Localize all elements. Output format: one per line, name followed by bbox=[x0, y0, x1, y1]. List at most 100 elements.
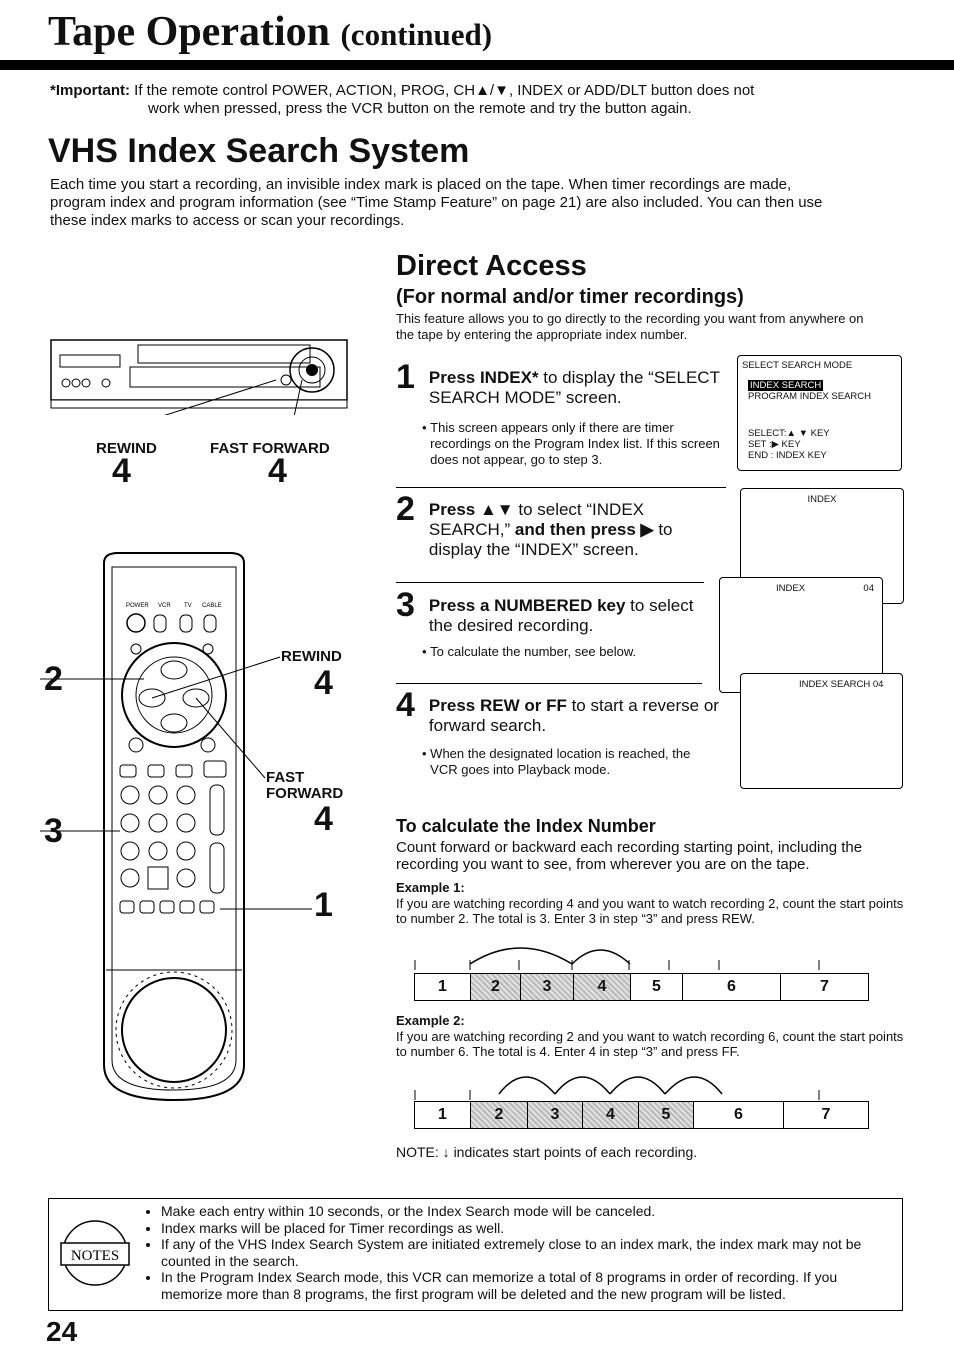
screen3-value: 04 bbox=[863, 583, 874, 594]
step-2-bold2: and then press ▶ bbox=[514, 520, 654, 539]
svg-text:VCR: VCR bbox=[158, 603, 171, 609]
remote-step-1: 1 bbox=[314, 886, 333, 924]
tape1-cell: 7 bbox=[820, 978, 829, 995]
section-intro: Each time you start a recording, an invi… bbox=[50, 176, 823, 229]
screen1-line4: SET :▶ KEY bbox=[748, 439, 801, 450]
calc-text: Count forward or backward each recording… bbox=[396, 839, 863, 873]
tape2-cell: 7 bbox=[821, 1106, 831, 1123]
direct-access-title: Direct Access bbox=[396, 250, 587, 282]
vcr-ff-label: FAST FORWARD bbox=[210, 440, 330, 457]
example1-arrows bbox=[414, 947, 820, 970]
step-2-text2: to display the “INDEX” screen. bbox=[428, 520, 673, 559]
vcr-rewind-step: 4 bbox=[112, 452, 131, 490]
note-label: NOTE: bbox=[396, 1144, 439, 1160]
notes-item: If any of the VHS Index Search System ar… bbox=[161, 1236, 901, 1269]
down-arrow-icon: ↓ bbox=[442, 1144, 450, 1160]
step-separator-1 bbox=[396, 487, 726, 488]
remote-step-2: 2 bbox=[44, 660, 63, 698]
screen-index-search-04: INDEX SEARCH 04 bbox=[740, 673, 903, 789]
step-3-text: to select the desired recording. bbox=[428, 596, 694, 635]
tape2-cell: 3 bbox=[528, 1102, 583, 1128]
remote-forward-label: FORWARD bbox=[266, 785, 344, 802]
step-2-bold: Press ▲▼ bbox=[428, 500, 514, 519]
screen3-title: INDEX bbox=[776, 583, 806, 594]
example2-arrows bbox=[414, 1076, 820, 1100]
screen1-highlight: INDEX SEARCH bbox=[748, 380, 824, 391]
screen1-line2: PROGRAM INDEX SEARCH bbox=[748, 391, 871, 402]
notes-item: Index marks will be placed for Timer rec… bbox=[161, 1220, 901, 1237]
notes-box: NOTES Make each entry within 10 seconds,… bbox=[48, 1198, 903, 1311]
remote-rewind-label: REWIND bbox=[281, 648, 342, 665]
notes-badge-icon: NOTES bbox=[60, 1220, 130, 1286]
step-1-text: to display the “SELECT SEARCH MODE” scre… bbox=[428, 368, 720, 407]
step-3-bullet: To calculate the number, see below. bbox=[430, 644, 637, 659]
tape1-cell: 5 bbox=[631, 974, 683, 1000]
screen4-title: INDEX SEARCH 04 bbox=[799, 679, 884, 690]
important-label: *Important: bbox=[50, 82, 130, 99]
step-1-number: 1 bbox=[396, 358, 415, 396]
tape1-cell: 4 bbox=[574, 974, 631, 1000]
example2-text: If you are watching recording 2 and you … bbox=[396, 1029, 904, 1059]
step-separator-3 bbox=[396, 683, 702, 684]
tape1-cell: 6 bbox=[683, 974, 781, 1000]
notes-item: In the Program Index Search mode, this V… bbox=[161, 1269, 901, 1302]
vcr-ff-step: 4 bbox=[268, 452, 287, 490]
vcr-illustration bbox=[50, 339, 348, 415]
step-3-number: 3 bbox=[396, 586, 415, 624]
tape2-cell: 4 bbox=[583, 1102, 639, 1128]
tape2-cell: 1 bbox=[415, 1102, 471, 1128]
direct-access-desc: This feature allows you to go directly t… bbox=[396, 311, 864, 342]
screen1-title: SELECT SEARCH MODE bbox=[742, 360, 853, 371]
example2-label: Example 2: bbox=[396, 1013, 465, 1028]
example2-tape: 1 2 3 4 5 6 7 bbox=[414, 1101, 869, 1129]
important-line2: work when pressed, press the VCR button … bbox=[148, 100, 692, 117]
example1-label: Example 1: bbox=[396, 880, 465, 895]
important-note: *Important: If the remote control POWER,… bbox=[50, 82, 900, 118]
step-1-bullet: This screen appears only if there are ti… bbox=[430, 420, 720, 467]
tape2-cell: 2 bbox=[471, 1102, 528, 1128]
step-4-number: 4 bbox=[396, 686, 415, 724]
page-number: 24 bbox=[46, 1316, 78, 1347]
note-text: indicates start points of each recording… bbox=[453, 1144, 698, 1160]
note-line: NOTE: ↓ indicates start points of each r… bbox=[396, 1144, 697, 1160]
notes-item: Make each entry within 10 seconds, or th… bbox=[161, 1203, 901, 1220]
remote-power-text: POWER bbox=[126, 603, 149, 609]
step-4: 4 Press REW or FF to start a reverse or … bbox=[396, 686, 719, 777]
svg-text:TV: TV bbox=[184, 603, 192, 609]
step-4-bullet: When the designated location is reached,… bbox=[430, 746, 691, 777]
tape1-cell: 1 bbox=[415, 974, 471, 1000]
title-suffix: (continued) bbox=[340, 17, 493, 52]
remote-fast-label: FAST bbox=[266, 769, 305, 786]
remote-illustration: POWER VCR TV CABLE bbox=[40, 552, 312, 1102]
vcr-rewind-label: REWIND bbox=[96, 440, 157, 457]
step-4-text: to start a reverse or forward search. bbox=[428, 696, 719, 735]
step-separator-2 bbox=[396, 582, 704, 583]
step-4-bold: Press REW or FF bbox=[428, 696, 567, 715]
example1-tape: 1 2 3 4 5 6 7 bbox=[414, 973, 869, 1001]
step-2-number: 2 bbox=[396, 490, 415, 528]
step-3: 3 Press a NUMBERED key to select the des… bbox=[396, 586, 694, 659]
svg-text:CABLE: CABLE bbox=[202, 603, 222, 609]
tape1-cell: 2 bbox=[471, 974, 521, 1000]
header-rule bbox=[0, 60, 954, 70]
example1-text: If you are watching recording 4 and you … bbox=[396, 896, 904, 926]
remote-rewind-step: 4 bbox=[314, 664, 333, 702]
remote-step-3: 3 bbox=[44, 812, 63, 850]
calc-title: To calculate the Index Number bbox=[396, 816, 656, 836]
notes-list: Make each entry within 10 seconds, or th… bbox=[147, 1203, 901, 1302]
step-1-bold: Press INDEX* bbox=[428, 368, 539, 387]
title-main: Tape Operation bbox=[48, 9, 330, 55]
section-title: VHS Index Search System bbox=[48, 132, 470, 170]
page-title: Tape Operation (continued) bbox=[48, 8, 492, 56]
notes-badge-text: NOTES bbox=[71, 1248, 119, 1264]
tape1-cell: 3 bbox=[521, 974, 574, 1000]
direct-access-subtitle: (For normal and/or timer recordings) bbox=[396, 286, 744, 308]
step-2: 2 Press ▲▼ to select “INDEX SEARCH,” and… bbox=[396, 490, 696, 560]
screen2-title: INDEX bbox=[807, 494, 837, 505]
step-3-bold: Press a NUMBERED key bbox=[428, 596, 626, 615]
important-line1: If the remote control POWER, ACTION, PRO… bbox=[134, 82, 755, 99]
step-1: 1 Press INDEX* to display the “SELECT SE… bbox=[396, 358, 726, 468]
screen-select-search-mode: SELECT SEARCH MODE INDEX SEARCH PROGRAM … bbox=[737, 355, 902, 471]
step-2-text: to select “INDEX SEARCH,” bbox=[428, 500, 644, 539]
screen1-line5: END : INDEX KEY bbox=[748, 450, 827, 461]
